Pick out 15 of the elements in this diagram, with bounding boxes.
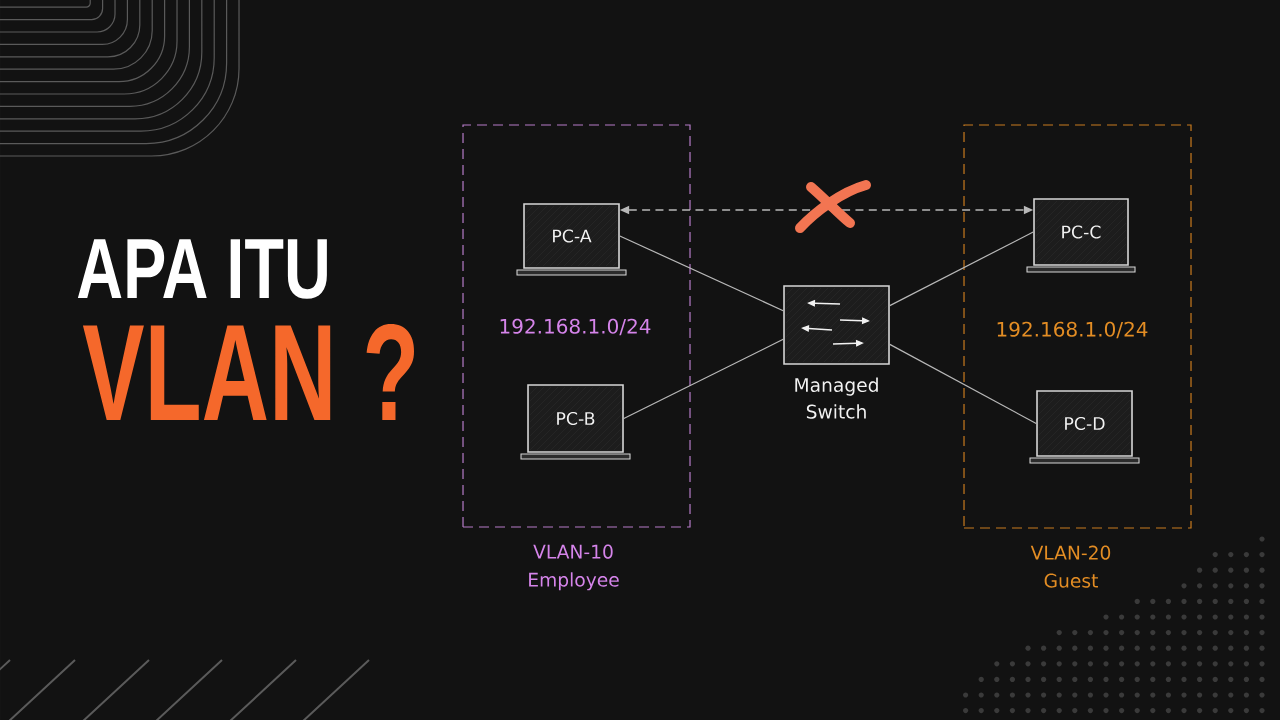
laptop: PC-A [516, 203, 627, 276]
connector-line [619, 235, 784, 312]
title-keyword: VLAN ? [82, 324, 414, 420]
laptop: PC-B [520, 384, 631, 460]
node-label: VLAN-20 Guest [1030, 545, 1111, 588]
node-label: VLAN-10 Employee [529, 544, 619, 591]
connector-line [623, 338, 784, 420]
connector-line [889, 231, 1034, 307]
subnet-label: 192.168.1.0/24 [500, 318, 651, 336]
subnet-label: 192.168.1.0/24 [997, 321, 1148, 339]
laptop: PC-C [1026, 198, 1136, 273]
node-label: Managed Switch [795, 377, 878, 419]
laptop: PC-D [1029, 390, 1140, 464]
title: APA ITU [77, 239, 327, 299]
connector-line [889, 343, 1037, 425]
